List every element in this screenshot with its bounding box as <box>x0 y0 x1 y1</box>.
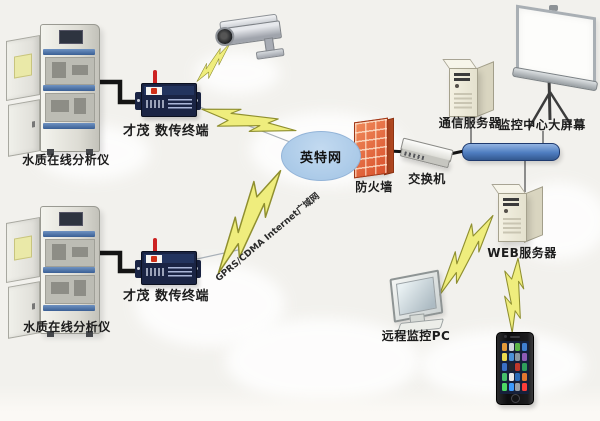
door-label-sticker <box>14 53 32 79</box>
antenna-icon <box>153 70 157 85</box>
cabinet-door-open <box>8 99 40 157</box>
screen-tripod-leg <box>527 91 552 129</box>
phone-camera-icon <box>504 335 507 338</box>
screen-tripod-leg <box>548 91 573 126</box>
comm-server-label: 通信服务器 <box>438 116 502 130</box>
cabinet-band <box>43 49 95 55</box>
cabinet-band <box>43 231 95 237</box>
phone-app-grid <box>500 341 529 394</box>
drive-bay <box>503 198 519 201</box>
server-front <box>498 193 527 242</box>
caimao-logo-icon <box>146 255 162 263</box>
cabinet-foot <box>47 331 54 337</box>
cabinet-foot <box>86 149 93 155</box>
mount-ear <box>135 260 143 278</box>
door-handle <box>32 121 35 128</box>
drive-bay <box>454 73 470 76</box>
dtu-spec-text <box>168 99 192 109</box>
antenna-icon <box>153 238 157 253</box>
cabinet-display <box>59 212 83 226</box>
water-analyzer-cabinet-2 <box>6 204 102 340</box>
cabinet-compartment <box>45 93 95 122</box>
door-handle <box>32 303 35 310</box>
analyzer1-label: 水质在线分析仪 <box>22 153 110 167</box>
monitor-screen <box>395 276 437 316</box>
mount-ear <box>135 92 143 110</box>
cabinet-band <box>43 123 95 129</box>
monitor-center-big-screen <box>511 4 599 133</box>
water-analyzer-cabinet-1 <box>6 22 102 158</box>
dtu-top-strip <box>144 254 194 263</box>
web-server-label: WEB服务器 <box>487 246 557 260</box>
power-button-icon <box>504 209 508 213</box>
cabinet-foot <box>47 149 54 155</box>
cabinet-band <box>43 85 95 91</box>
dtu-ports <box>146 100 164 108</box>
lightning-bolt-webserver-phone <box>487 255 538 335</box>
analyzer2-label: 水质在线分析仪 <box>23 320 111 334</box>
firewall <box>354 116 396 179</box>
cabinet-compartment <box>45 57 95 85</box>
dtu-terminal-1 <box>135 70 201 120</box>
cabinet-compartment <box>45 239 95 267</box>
drive-bay <box>503 203 519 206</box>
remote-monitoring-pc <box>383 269 453 335</box>
switch-label: 交换机 <box>408 172 446 186</box>
power-button-icon <box>455 84 459 88</box>
cabinet-door-open <box>6 217 40 283</box>
cabinet-band <box>43 305 95 311</box>
drive-bay <box>454 78 470 81</box>
big-screen-label: 监控中心大屏幕 <box>498 118 586 132</box>
firewall-label: 防火墙 <box>355 180 393 194</box>
camera-mount <box>255 47 285 60</box>
cabinet-compartment <box>45 275 95 304</box>
switch-ports <box>403 151 425 161</box>
internet-cloud: 英特网 <box>281 131 361 181</box>
dtu-ports <box>146 268 164 276</box>
dtu-body <box>141 251 197 285</box>
communication-server <box>442 58 497 118</box>
screen-tripod-pole <box>547 75 552 121</box>
cabinet-foot <box>86 331 93 337</box>
web-server <box>491 183 546 243</box>
cabinet-body <box>40 24 100 155</box>
cable-analyzer1-dtu1 <box>96 79 137 105</box>
dtu2-label: 才茂 数传终端 <box>122 289 210 304</box>
server-vent <box>503 218 521 234</box>
cabinet-display <box>59 30 83 44</box>
cabinet-body <box>40 206 100 337</box>
phone-home-button <box>511 394 520 403</box>
internet-label: 英特网 <box>299 150 342 166</box>
dtu1-label: 才茂 数传终端 <box>122 124 210 139</box>
remote-pc-label: 远程监控PC <box>381 329 451 343</box>
caimao-logo-icon <box>146 87 162 95</box>
dtu-spec-text <box>168 267 192 277</box>
server-front <box>449 68 478 117</box>
screen-knob <box>549 5 558 11</box>
dtu-terminal-2 <box>135 238 201 288</box>
phone-speaker <box>510 336 520 338</box>
cable-analyzer2-dtu2 <box>96 250 137 274</box>
server-vent <box>454 93 472 109</box>
door-label-sticker <box>14 235 32 261</box>
smartphone <box>496 332 534 405</box>
dtu-top-strip <box>144 86 194 95</box>
network-bus-bar <box>462 143 560 161</box>
cabinet-door-open <box>6 35 40 101</box>
dtu-body <box>141 83 197 117</box>
cabinet-band <box>43 267 95 273</box>
